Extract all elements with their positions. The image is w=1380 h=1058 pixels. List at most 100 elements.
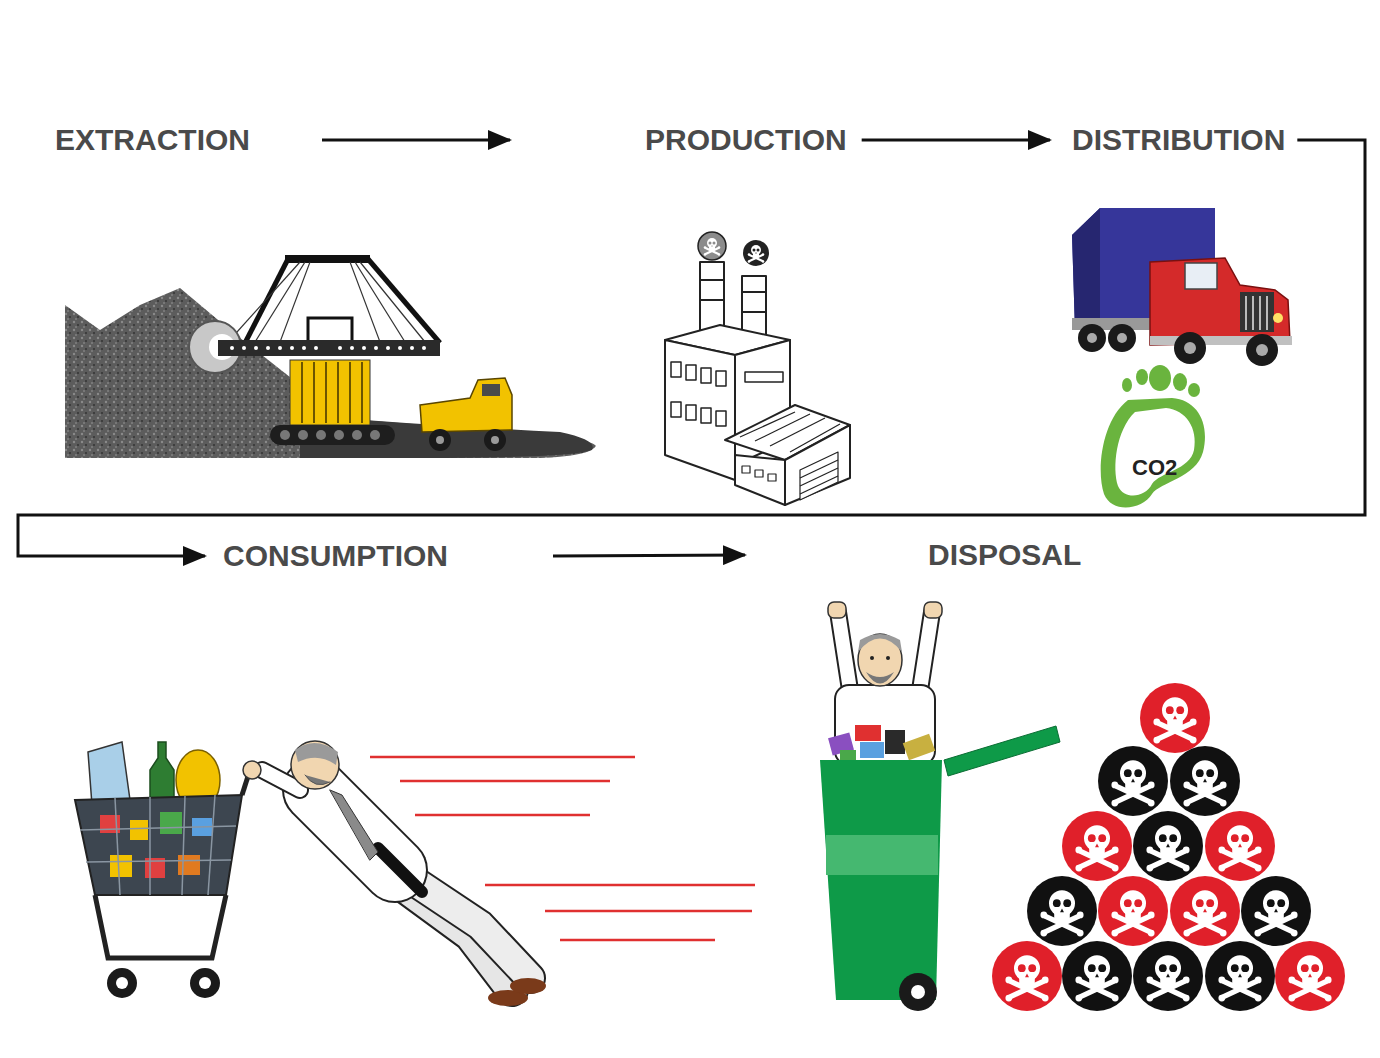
disposal-figure-part — [920, 612, 932, 690]
shopping-cart-part — [116, 977, 128, 989]
disposal-figure-part — [920, 612, 932, 690]
disposal-figure-part — [835, 685, 935, 765]
mining-scene-part — [482, 384, 500, 396]
factory-drawing-part — [800, 476, 838, 494]
flow-arrow — [322, 139, 510, 142]
mining-scene-part — [338, 346, 342, 350]
skull-pyramid-part — [1062, 811, 1132, 881]
disposal-figure-part — [903, 734, 935, 760]
truck-drawing-part — [1266, 296, 1268, 330]
mining-scene-part — [302, 362, 362, 423]
factory-drawing-part — [686, 405, 696, 420]
mining-scene-part — [228, 262, 300, 342]
shopper-figure-part — [295, 743, 338, 765]
factory-drawing-part — [755, 470, 763, 477]
mining-scene-part — [255, 262, 305, 342]
mining-scene-part — [420, 378, 512, 432]
flow-arrow — [553, 555, 745, 556]
skull-pyramid-part — [1153, 697, 1196, 743]
mining-scene-part — [270, 425, 395, 445]
shopping-cart-part — [178, 855, 200, 875]
truck-drawing — [1072, 208, 1292, 366]
factory-drawing-part — [701, 368, 711, 383]
disposal-figure-part — [866, 672, 894, 684]
mining-scene-part — [280, 430, 380, 440]
shopper-figure-part — [378, 848, 422, 892]
skull-pyramid-part — [1288, 955, 1331, 1001]
mining-scene-part — [370, 430, 380, 440]
skull-pyramid-part — [1254, 890, 1297, 936]
disposal-figure-part — [911, 985, 925, 999]
mining-scene-part — [484, 429, 506, 451]
speed-lines-part — [485, 884, 755, 887]
disposal-figure-part — [855, 725, 881, 741]
disposal-figure-part — [858, 634, 902, 686]
factory-drawing-part — [701, 408, 711, 423]
skull-pyramid-part — [1075, 825, 1118, 871]
factory-drawing-part — [700, 279, 724, 281]
skull-pyramid-part — [1205, 811, 1275, 881]
factory-drawing-part — [800, 468, 838, 486]
skull-pyramid-part — [1183, 760, 1226, 806]
co2-footprint-part — [1115, 408, 1194, 496]
shopping-cart-part — [80, 795, 236, 895]
shopping-cart — [75, 742, 250, 998]
skull-pyramid-part — [1111, 760, 1154, 806]
stage-label: CONSUMPTION — [223, 538, 448, 574]
shopping-cart-part — [150, 742, 174, 800]
smoke-skull-part — [743, 240, 769, 266]
mining-scene-part — [334, 430, 344, 440]
disposal-figure-part — [820, 760, 942, 1000]
truck-drawing-part — [1240, 292, 1274, 332]
stage-name: DISTRIBUTION — [1072, 122, 1285, 158]
shopping-cart-part — [199, 977, 211, 989]
shopping-cart-part — [149, 797, 151, 895]
factory-drawing-part — [800, 452, 838, 500]
factory-drawing-part — [800, 460, 838, 478]
truck-drawing-part — [1108, 324, 1136, 352]
factory-drawing-part — [740, 412, 840, 500]
disposal-figure-part — [860, 742, 884, 758]
factory-drawing-part — [740, 412, 795, 437]
skull-pyramid — [992, 683, 1345, 1011]
truck-drawing-part — [1078, 324, 1278, 366]
shopping-cart-part — [107, 968, 137, 998]
factory-drawing-part — [716, 371, 726, 386]
co2-footprint-part — [1136, 369, 1148, 385]
factory-drawing-part — [742, 466, 750, 473]
shopping-cart-part — [182, 796, 185, 895]
speed-lines-part — [400, 780, 610, 783]
shopping-cart-part — [190, 968, 220, 998]
mining-scene-part — [436, 436, 444, 444]
mining-scene-part — [298, 430, 308, 440]
skull-pyramid-part — [1275, 941, 1345, 1011]
co2-footprint-part — [1173, 373, 1187, 391]
truck-drawing-part — [1150, 258, 1290, 345]
factory-drawing-part — [768, 474, 776, 481]
skull-pyramid-part — [1205, 941, 1275, 1011]
truck-drawing-part — [1246, 334, 1278, 366]
smoke-skull-part — [748, 245, 765, 263]
skull-pyramid-part — [1111, 890, 1154, 936]
disposal-figure-part — [838, 612, 850, 690]
speed-lines-part — [545, 910, 752, 913]
mining-scene-part — [429, 429, 451, 451]
disposal-figure-part — [828, 602, 846, 618]
factory-drawing-part — [686, 365, 696, 380]
stage-name: CONSUMPTION — [223, 538, 448, 574]
smoke-skull — [698, 232, 769, 266]
skull-pyramid-part — [1062, 941, 1132, 1011]
skull-pyramid-part — [1027, 876, 1097, 946]
truck-drawing-part — [1117, 333, 1127, 343]
skull-pyramid-part — [1183, 890, 1226, 936]
mining-scene-part — [266, 346, 270, 350]
mining-scene-part — [230, 346, 426, 350]
disposal-figure-part — [885, 730, 905, 754]
shopper-figure-part — [291, 741, 339, 789]
skull-pyramid-part — [1170, 876, 1240, 946]
co2-footprint-part — [1188, 383, 1200, 397]
skull-pyramid-part — [1146, 825, 1189, 871]
mining-scene-part — [398, 346, 402, 350]
